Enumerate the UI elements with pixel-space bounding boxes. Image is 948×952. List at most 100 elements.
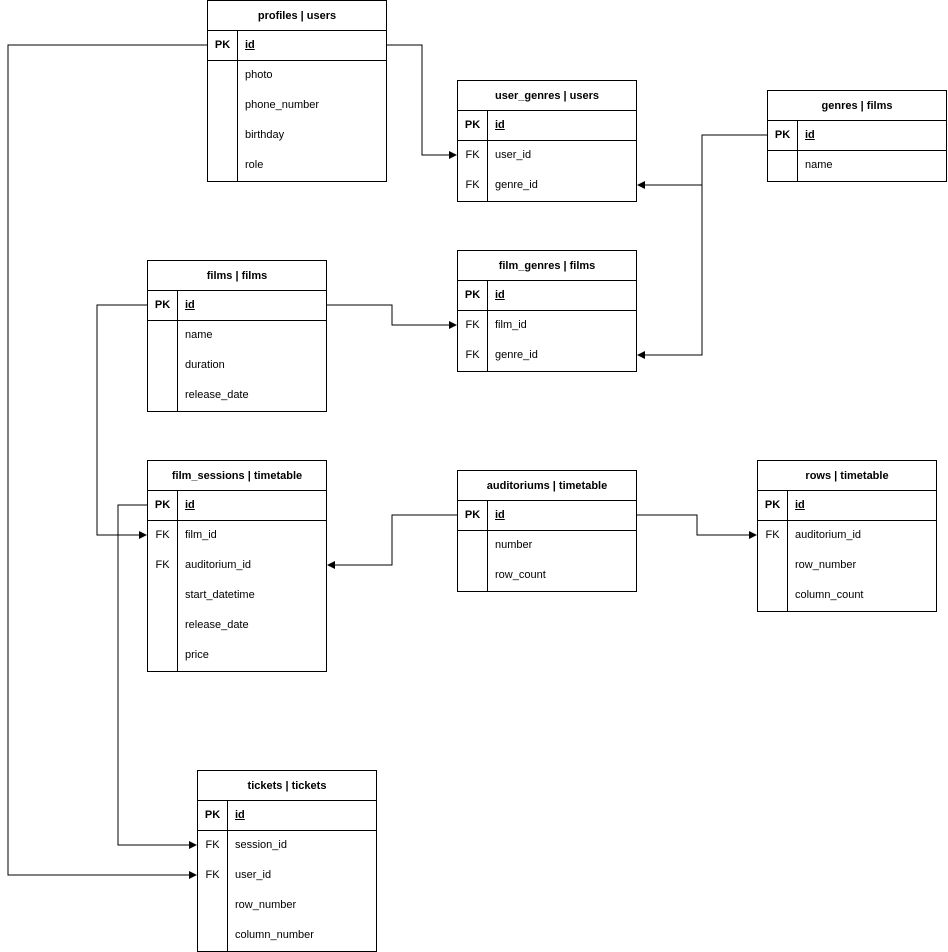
field-row: FK genre_id xyxy=(458,341,636,371)
field-row: release_date xyxy=(148,611,326,641)
pk-label: PK xyxy=(208,31,238,60)
pk-row: PK id xyxy=(768,121,946,151)
key-label xyxy=(208,121,238,151)
field-name: photo xyxy=(245,69,273,81)
field-row: column_number xyxy=(198,921,376,951)
pk-row: PK id xyxy=(208,31,386,61)
key-label xyxy=(148,381,178,411)
key-label xyxy=(458,561,488,591)
entity-title: rows | timetable xyxy=(758,461,936,491)
entity-title: film_sessions | timetable xyxy=(148,461,326,491)
entity-title: film_genres | films xyxy=(458,251,636,281)
field-name: auditorium_id xyxy=(185,559,252,571)
pk-field: id xyxy=(185,299,195,311)
entity-title: films | films xyxy=(148,261,326,291)
key-label xyxy=(148,611,178,641)
field-name: name xyxy=(805,159,833,171)
connector-films-film-genres xyxy=(327,304,457,329)
key-label: FK xyxy=(148,551,178,581)
entity-title: user_genres | users xyxy=(458,81,636,111)
pk-field: id xyxy=(495,119,505,131)
connector-auditoriums-film-sessions xyxy=(327,514,457,569)
field-row: duration xyxy=(148,351,326,381)
entity-rows: rows | timetable PK id FK auditorium_id r… xyxy=(757,460,937,612)
field-row: row_number xyxy=(758,551,936,581)
field-row: name xyxy=(148,321,326,351)
pk-row: PK id xyxy=(198,801,376,831)
field-name: release_date xyxy=(185,389,249,401)
field-row: FK auditorium_id xyxy=(758,521,936,551)
key-label xyxy=(458,531,488,561)
pk-label: PK xyxy=(768,121,798,150)
field-name: column_number xyxy=(235,929,314,941)
key-label xyxy=(198,921,228,951)
pk-label: PK xyxy=(458,111,488,140)
pk-label: PK xyxy=(148,491,178,520)
field-row: FK auditorium_id xyxy=(148,551,326,581)
pk-field: id xyxy=(805,129,815,141)
field-name: row_count xyxy=(495,569,546,581)
field-row: name xyxy=(768,151,946,181)
key-label xyxy=(198,891,228,921)
pk-label: PK xyxy=(458,281,488,310)
entity-genres: genres | films PK id name xyxy=(767,90,947,182)
field-row: start_datetime xyxy=(148,581,326,611)
connector-films-film-sessions xyxy=(96,304,147,539)
key-label xyxy=(208,91,238,121)
key-label xyxy=(758,551,788,581)
pk-field: id xyxy=(245,39,255,51)
field-name: name xyxy=(185,329,213,341)
pk-field: id xyxy=(795,499,805,511)
key-label: FK xyxy=(458,141,488,171)
field-name: film_id xyxy=(185,529,217,541)
pk-row: PK id xyxy=(458,501,636,531)
connector-genres-film-genres xyxy=(637,185,703,359)
pk-row: PK id xyxy=(148,491,326,521)
key-label xyxy=(208,151,238,181)
key-label xyxy=(208,61,238,91)
field-row: photo xyxy=(208,61,386,91)
key-label xyxy=(148,581,178,611)
field-name: film_id xyxy=(495,319,527,331)
key-label: FK xyxy=(458,341,488,371)
pk-field: id xyxy=(495,509,505,521)
field-name: user_id xyxy=(235,869,272,881)
entity-title: tickets | tickets xyxy=(198,771,376,801)
pk-label: PK xyxy=(758,491,788,520)
pk-label: PK xyxy=(148,291,178,320)
entity-films: films | films PK id name duration releas… xyxy=(147,260,327,412)
key-label xyxy=(148,351,178,381)
field-name: session_id xyxy=(235,839,287,851)
field-name: auditorium_id xyxy=(795,529,862,541)
pk-label: PK xyxy=(198,801,228,830)
field-name: birthday xyxy=(245,129,285,141)
field-name: phone_number xyxy=(245,99,320,111)
field-row: row_count xyxy=(458,561,636,591)
field-name: genre_id xyxy=(495,349,538,361)
field-name: release_date xyxy=(185,619,249,631)
connector-profiles-tickets xyxy=(7,44,207,879)
key-label xyxy=(148,641,178,671)
key-label: FK xyxy=(758,521,788,551)
field-row: release_date xyxy=(148,381,326,411)
pk-row: PK id xyxy=(458,281,636,311)
field-row: role xyxy=(208,151,386,181)
field-name: column_count xyxy=(795,589,864,601)
field-name: duration xyxy=(185,359,225,371)
key-label: FK xyxy=(458,171,488,201)
pk-field: id xyxy=(185,499,195,511)
connector-profiles-user-genres xyxy=(387,44,457,159)
field-row: row_number xyxy=(198,891,376,921)
entity-title: profiles | users xyxy=(208,1,386,31)
pk-row: PK id xyxy=(758,491,936,521)
